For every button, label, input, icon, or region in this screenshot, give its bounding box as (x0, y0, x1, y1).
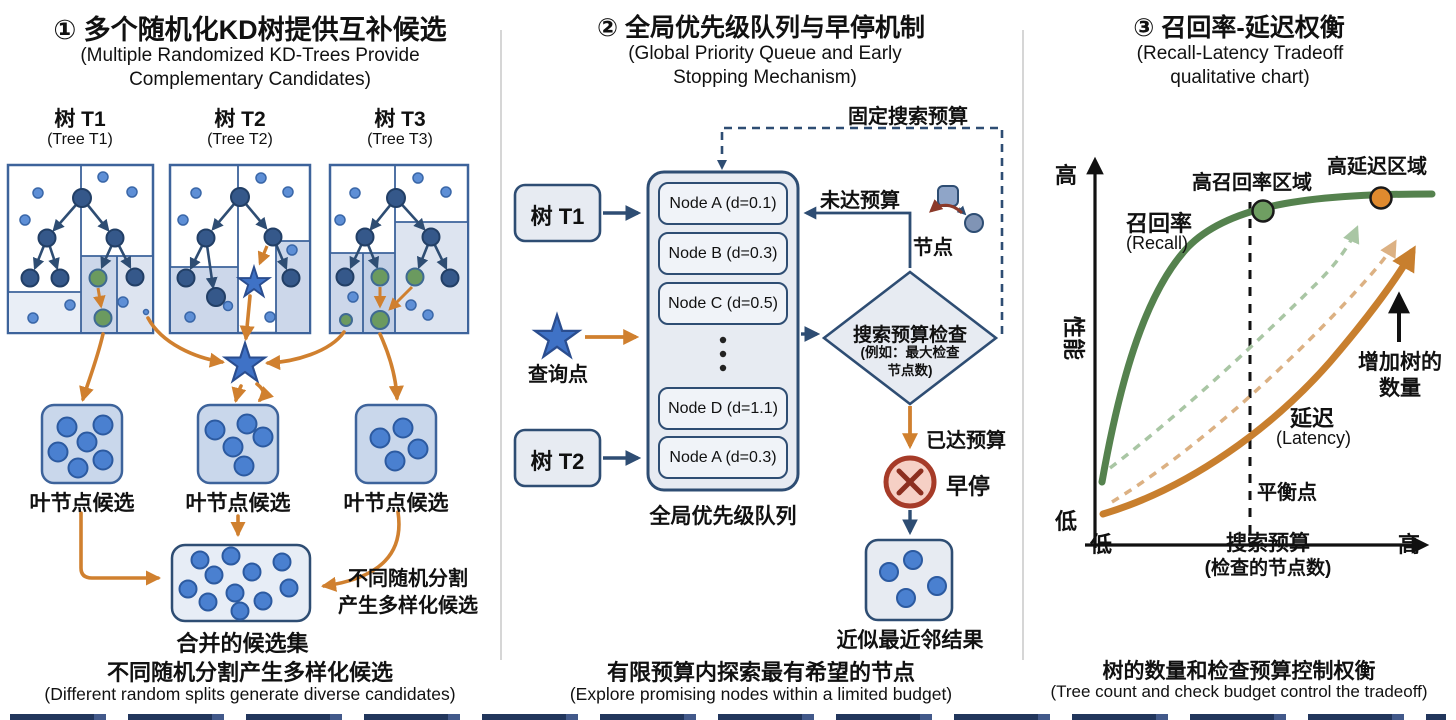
recall-label-zh: 召回率 (1126, 211, 1193, 236)
x-high-label: 高 (1398, 532, 1421, 557)
tree-t1-source-label: 树 T1 (530, 204, 585, 229)
balance-point-label: 平衡点 (1257, 482, 1317, 504)
panel1-title-en: (Multiple Randomized KD-Trees Provide Co… (80, 45, 420, 91)
y-low-label: 低 (1055, 509, 1078, 534)
panel2-title-zh: ② 全局优先级队列与早停机制 (596, 14, 926, 42)
tree-t1-label: 树 T1 (54, 108, 106, 131)
queue-item-4: Node D (d=1.1) (668, 400, 778, 417)
queue-label: 全局优先级队列 (649, 505, 797, 528)
panel-divider-2 (1022, 30, 1024, 660)
merged-candidate-box (170, 543, 312, 623)
early-stop-icon (883, 455, 937, 509)
node-label: 节点 (913, 237, 953, 259)
panel1-caption-en: (Different random splits generate divers… (44, 684, 456, 704)
latency-label-zh: 延迟 (1290, 406, 1335, 431)
queue-item-1: Node A (d=0.1) (669, 195, 777, 212)
query-point-star-icon (531, 311, 583, 360)
panel1-title-zh: ① 多个随机化KD树提供互补候选 (53, 15, 447, 45)
leaf-candidate-boxes (40, 403, 438, 485)
reached-label: 已达预算 (926, 430, 1006, 452)
tree-t1-box (6, 163, 155, 335)
panel3-caption-zh: 树的数量和检查预算控制权衡 (1102, 660, 1376, 683)
tree-t2-box (168, 163, 312, 335)
not-reached-label: 未达预算 (820, 190, 900, 212)
panel3-title-zh: ③ 召回率-延迟权衡 (1133, 14, 1345, 42)
central-query-star-icon (221, 339, 269, 384)
high-recall-region-label: 高召回率区域 (1192, 172, 1312, 194)
queue-item-3: Node C (d=0.5) (668, 295, 778, 312)
high-recall-point (1251, 199, 1275, 223)
node-motif-icon (929, 185, 984, 233)
ann-result-box (864, 538, 954, 622)
fixed-budget-label: 固定搜索预算 (848, 106, 968, 128)
panel1-caption-zh: 不同随机分割产生多样化候选 (106, 660, 393, 685)
leaf-candidates-label-1: 叶节点候选 (29, 492, 135, 515)
tree-t3-label: 树 T3 (374, 108, 426, 131)
leaf-candidates-label-2: 叶节点候选 (185, 492, 291, 515)
cropped-text-strip (10, 714, 1446, 720)
latency-label-en: (Latency) (1276, 428, 1352, 448)
queue-item-5: Node A (d=0.3) (669, 449, 777, 466)
budget-check-title: 搜索预算检查 (852, 325, 967, 346)
x-axis-label: 搜索预算 (1226, 532, 1310, 555)
panel3-caption-en: (Tree count and check budget control the… (1050, 682, 1428, 701)
tree-t2-star-icon (235, 263, 273, 299)
queue-item-2: Node B (d=0.3) (668, 245, 778, 262)
tree-t2-sublabel: (Tree T2) (207, 131, 273, 148)
high-latency-region-label: 高延迟区域 (1327, 156, 1427, 178)
panel-divider-1 (500, 30, 502, 660)
tree-t2-source-label: 树 T2 (530, 449, 585, 474)
panel2-caption-en: (Explore promising nodes within a limite… (569, 684, 953, 704)
y-high-label: 高 (1055, 163, 1078, 188)
tree-t3-box (328, 163, 470, 335)
tree-t2-label: 树 T2 (214, 108, 266, 131)
recall-label-en: (Recall) (1126, 233, 1189, 253)
early-stop-label: 早停 (946, 474, 991, 499)
merged-set-label: 合并的候选集 (176, 631, 309, 656)
more-trees-label: 增加树的 数量 (1358, 351, 1442, 401)
y-axis-label: 性能 (1061, 315, 1086, 360)
result-label: 近似最近邻结果 (836, 629, 984, 652)
panel3-title-en: (Recall-Latency Tradeoff qualitative cha… (1136, 43, 1344, 89)
tree-t3-sublabel: (Tree T3) (367, 131, 433, 148)
x-axis-sublabel: (检查的节点数) (1204, 558, 1332, 579)
x-low-label: 低 (1090, 532, 1113, 557)
query-point-label: 查询点 (528, 364, 588, 386)
panel2-title-en: (Global Priority Queue and Early Stoppin… (628, 43, 902, 89)
high-latency-point (1369, 186, 1393, 210)
diverse-splits-note: 不同随机分割 产生多样化候选 (338, 568, 478, 617)
not-reached-return-arrow (803, 206, 912, 268)
panel2-caption-zh: 有限预算内探索最有希望的节点 (606, 660, 915, 685)
leaf-candidates-label-3: 叶节点候选 (343, 492, 449, 515)
tree-t1-sublabel: (Tree T1) (47, 131, 113, 148)
budget-check-sub: (例如：最大检查 节点数) (860, 345, 960, 378)
